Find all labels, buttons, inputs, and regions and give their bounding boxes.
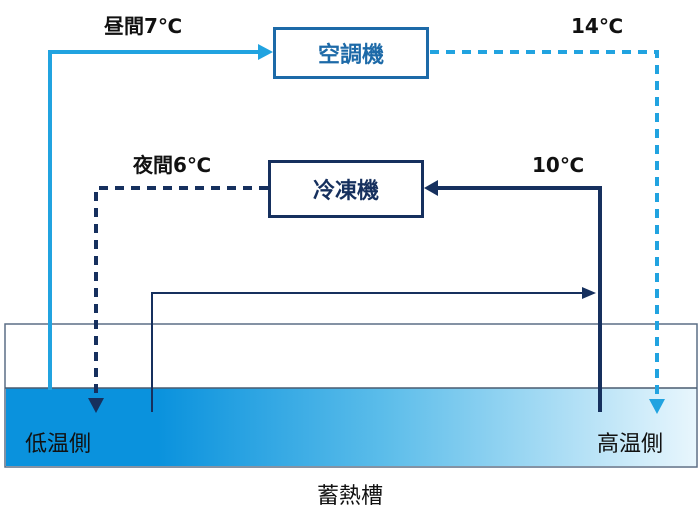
day-return-arrowhead xyxy=(649,399,665,414)
chiller-label: 冷凍機 xyxy=(312,179,379,204)
day-return-temp-label: 14℃ xyxy=(571,14,624,38)
night-return-arrowhead xyxy=(424,180,438,196)
day-supply-line xyxy=(48,50,262,390)
low-temp-side-label: 低温側 xyxy=(25,432,92,457)
air-conditioner-label: 空調機 xyxy=(317,43,384,68)
tank-internal-flow-arrowhead xyxy=(582,287,596,299)
day-supply-arrowhead xyxy=(258,44,273,60)
tank-internal-flow-line xyxy=(151,292,584,412)
night-supply-temp-label: 夜間6℃ xyxy=(133,153,212,177)
chiller-box: 冷凍機 xyxy=(268,160,424,218)
night-return-line xyxy=(437,186,602,412)
air-conditioner-box: 空調機 xyxy=(273,27,429,79)
tank-water xyxy=(6,388,696,466)
day-supply-temp-label: 昼間7℃ xyxy=(104,14,183,38)
night-supply-arrowhead xyxy=(88,398,104,413)
night-supply-line xyxy=(94,186,268,398)
day-return-line xyxy=(430,50,659,400)
night-return-temp-label: 10℃ xyxy=(532,153,585,177)
high-temp-side-label: 高温側 xyxy=(597,432,664,457)
tank-name-label: 蓄熱槽 xyxy=(316,484,383,509)
